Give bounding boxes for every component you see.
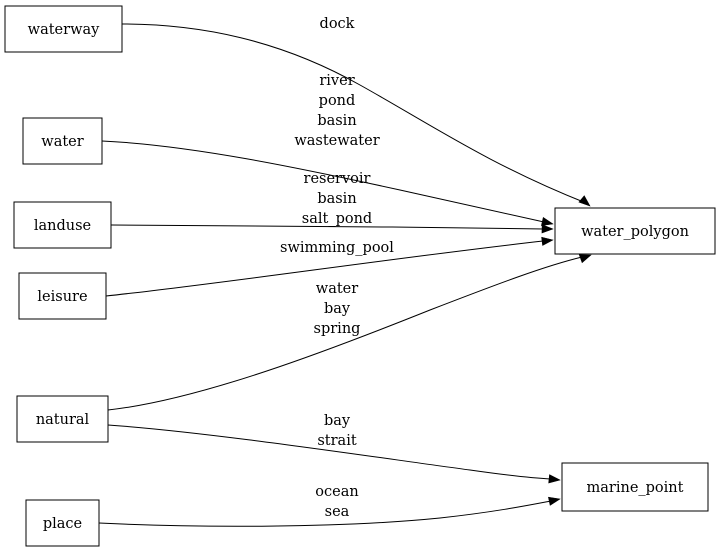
edge-label-group-natural-water_polygon: water bay spring xyxy=(314,281,361,337)
edges-layer xyxy=(98,23,592,527)
edge-label-water-water_polygon-3: wastewater xyxy=(294,133,379,149)
edge-water-water_polygon xyxy=(101,140,554,226)
edge-waterway-water_polygon xyxy=(121,23,591,207)
node-label-marine_point: marine_point xyxy=(587,480,684,496)
edge-label-natural-marine_point-0: bay xyxy=(324,413,351,429)
node-landuse[interactable]: landuse xyxy=(13,201,112,249)
node-box-landuse xyxy=(13,201,112,249)
edge-line-place-marine_point xyxy=(98,500,552,527)
edge-labels-layer: dock river pond basin wastewater reservoir bas… xyxy=(280,16,394,520)
edge-label-group-waterway-water_polygon: dock xyxy=(320,16,355,32)
edge-label-waterway-water_polygon-0: dock xyxy=(320,16,355,32)
node-box-leisure xyxy=(18,272,107,320)
edge-label-water-water_polygon-2: basin xyxy=(317,113,356,129)
arrow-head-icon-natural-marine_point xyxy=(548,474,561,484)
edge-label-leisure-water_polygon-0: swimming_pool xyxy=(280,240,394,256)
edge-label-natural-water_polygon-0: water xyxy=(316,281,358,297)
arrow-head-icon-leisure-water_polygon xyxy=(541,236,554,246)
node-label-water: water xyxy=(41,134,83,150)
node-box-waterway xyxy=(4,5,123,53)
arrow-head-icon-water-water_polygon xyxy=(541,217,554,226)
node-waterway[interactable]: waterway xyxy=(4,5,123,53)
node-box-natural xyxy=(16,395,109,443)
edge-label-place-marine_point-1: sea xyxy=(325,504,350,520)
edge-label-natural-water_polygon-2: spring xyxy=(314,321,361,337)
node-box-water_polygon xyxy=(554,207,716,255)
edge-line-natural-water_polygon xyxy=(107,256,583,411)
edge-label-group-place-marine_point: ocean sea xyxy=(315,484,358,520)
node-water_polygon[interactable]: water_polygon xyxy=(554,207,716,255)
node-natural[interactable]: natural xyxy=(16,395,109,443)
edge-label-landuse-water_polygon-0: reservoir xyxy=(304,171,371,187)
edge-label-water-water_polygon-1: pond xyxy=(319,93,356,109)
arrow-head-icon-landuse-water_polygon xyxy=(541,224,554,234)
edge-label-natural-marine_point-1: strait xyxy=(317,433,356,449)
edge-leisure-water_polygon xyxy=(105,236,554,297)
node-label-waterway: waterway xyxy=(28,22,100,38)
edge-natural-water_polygon xyxy=(107,254,592,411)
arrow-head-icon-natural-water_polygon xyxy=(578,254,592,264)
edge-label-natural-water_polygon-1: bay xyxy=(324,301,351,317)
node-label-place: place xyxy=(43,516,82,532)
edge-line-leisure-water_polygon xyxy=(105,240,544,297)
node-label-natural: natural xyxy=(36,412,90,428)
edge-label-group-landuse-water_polygon: reservoir basin salt_pond xyxy=(302,171,372,227)
edge-landuse-water_polygon xyxy=(110,224,554,234)
edge-label-water-water_polygon-0: river xyxy=(319,73,354,89)
node-leisure[interactable]: leisure xyxy=(18,272,107,320)
node-label-leisure: leisure xyxy=(37,289,87,305)
arrow-head-icon-place-marine_point xyxy=(548,496,561,506)
node-box-marine_point xyxy=(561,462,709,512)
edge-label-group-leisure-water_polygon: swimming_pool xyxy=(280,240,394,256)
node-box-water xyxy=(22,117,103,165)
edge-line-landuse-water_polygon xyxy=(110,224,545,230)
node-place[interactable]: place xyxy=(25,499,100,547)
edge-label-landuse-water_polygon-2: salt_pond xyxy=(302,211,372,227)
edge-label-place-marine_point-0: ocean xyxy=(315,484,358,500)
edge-label-landuse-water_polygon-1: basin xyxy=(317,191,356,207)
edge-line-water-water_polygon xyxy=(101,140,545,223)
edge-label-group-water-water_polygon: river pond basin wastewater xyxy=(294,73,379,149)
edge-natural-marine_point xyxy=(107,424,561,484)
node-label-landuse: landuse xyxy=(34,218,91,234)
arrow-head-icon-waterway-water_polygon xyxy=(578,195,591,207)
nodes-layer: waterway water landuse leisure natural place w… xyxy=(4,5,716,547)
edge-line-natural-marine_point xyxy=(107,424,552,480)
edge-line-waterway-water_polygon xyxy=(121,23,587,204)
edge-label-group-natural-marine_point: bay strait xyxy=(317,413,356,449)
node-box-place xyxy=(25,499,100,547)
node-label-water_polygon: water_polygon xyxy=(581,224,689,240)
node-water[interactable]: water xyxy=(22,117,103,165)
edge-place-marine_point xyxy=(98,496,561,527)
node-marine_point[interactable]: marine_point xyxy=(561,462,709,512)
